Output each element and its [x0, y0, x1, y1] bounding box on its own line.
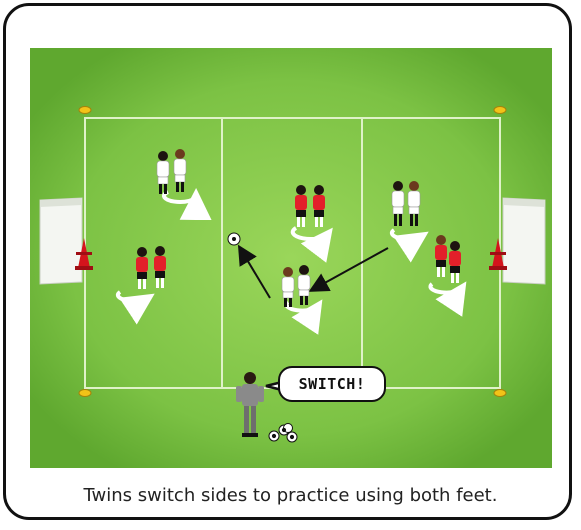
cone-icon-right	[489, 238, 507, 270]
ball-pile-icon	[268, 423, 298, 443]
player-icon-white-pair-2	[281, 265, 311, 307]
run-arrow-icon	[308, 247, 389, 292]
goal-icon-right	[502, 197, 546, 285]
speech-bubble: SWITCH!	[278, 366, 386, 402]
rotation-arrow-icon	[115, 188, 467, 335]
ball-icon	[227, 232, 241, 246]
cone-icon-left	[75, 238, 93, 270]
player-icon-white-pair-3	[391, 181, 421, 226]
diagram-caption: Twins switch sides to practice using bot…	[83, 485, 498, 506]
pass-arrow-icon	[237, 244, 271, 299]
player-icon-red-pair-3	[435, 235, 461, 283]
goal-icon-left	[39, 197, 83, 285]
player-icon-red-pair-1	[136, 246, 166, 289]
player-icon-white-pair-1	[156, 149, 187, 194]
coach-icon	[236, 372, 264, 437]
marker-icon	[78, 106, 507, 397]
player-icon-red-pair-2	[295, 185, 325, 227]
pitch-grass	[30, 48, 552, 468]
